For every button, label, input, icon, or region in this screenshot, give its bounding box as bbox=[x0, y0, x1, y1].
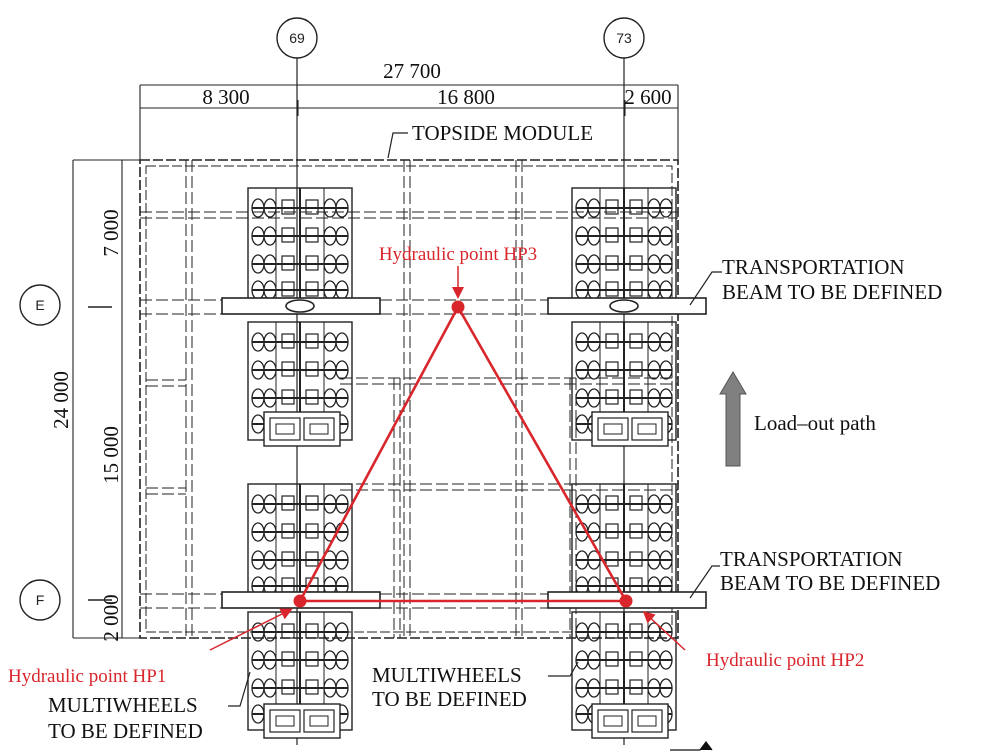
svg-text:69: 69 bbox=[289, 30, 305, 46]
dim-seg-3: 2 600 bbox=[624, 85, 671, 109]
hydraulic-point-hp3 bbox=[451, 300, 465, 314]
hydraulic-point-hp2 bbox=[619, 594, 633, 608]
svg-text:E: E bbox=[35, 297, 44, 313]
grid-marker-73: 73 bbox=[603, 17, 645, 59]
label-hp3: Hydraulic point HP3 bbox=[379, 244, 537, 265]
dim-total-width: 27 700 bbox=[383, 59, 441, 83]
label-multiwheels-left-1: MULTIWHEELS bbox=[48, 693, 198, 717]
label-beam-upper-2: BEAM TO BE DEFINED bbox=[722, 280, 942, 304]
dim-v-seg-3: 2 000 bbox=[99, 594, 123, 641]
label-hp1: Hydraulic point HP1 bbox=[8, 666, 166, 687]
dim-v-seg-2: 15 000 bbox=[99, 426, 123, 484]
label-beam-lower-1: TRANSPORTATION bbox=[720, 547, 903, 571]
multiwheel-left-lower bbox=[247, 483, 353, 739]
dim-total-height: 24 000 bbox=[49, 371, 73, 429]
grid-marker-f: F bbox=[19, 579, 61, 621]
grid-marker-69: 69 bbox=[276, 17, 318, 59]
hydraulic-triangle bbox=[298, 306, 628, 603]
multiwheel-left-upper bbox=[247, 187, 353, 447]
label-topside-module: TOPSIDE MODULE bbox=[412, 121, 593, 145]
svg-text:F: F bbox=[36, 592, 45, 608]
label-multiwheels-mid-2: TO BE DEFINED bbox=[372, 687, 527, 711]
label-multiwheels-mid-1: MULTIWHEELS bbox=[372, 663, 522, 687]
dim-seg-1: 8 300 bbox=[202, 85, 249, 109]
label-beam-upper-1: TRANSPORTATION bbox=[722, 255, 905, 279]
label-multiwheels-left-2: TO BE DEFINED bbox=[48, 719, 203, 743]
left-dimensions bbox=[72, 159, 140, 639]
label-hp2: Hydraulic point HP2 bbox=[706, 650, 864, 671]
grid-marker-e: E bbox=[19, 284, 61, 326]
label-beam-lower-2: BEAM TO BE DEFINED bbox=[720, 571, 940, 595]
load-out-arrow bbox=[719, 371, 747, 467]
transport-beam-e bbox=[140, 297, 707, 315]
dim-v-seg-1: 7 000 bbox=[99, 209, 123, 256]
top-dimensions bbox=[139, 84, 679, 160]
label-load-out-path: Load–out path bbox=[754, 411, 876, 435]
hydraulic-point-hp1 bbox=[293, 594, 307, 608]
north-arrow-fragment bbox=[670, 741, 713, 751]
svg-text:73: 73 bbox=[616, 30, 632, 46]
dim-seg-2: 16 800 bbox=[437, 85, 495, 109]
